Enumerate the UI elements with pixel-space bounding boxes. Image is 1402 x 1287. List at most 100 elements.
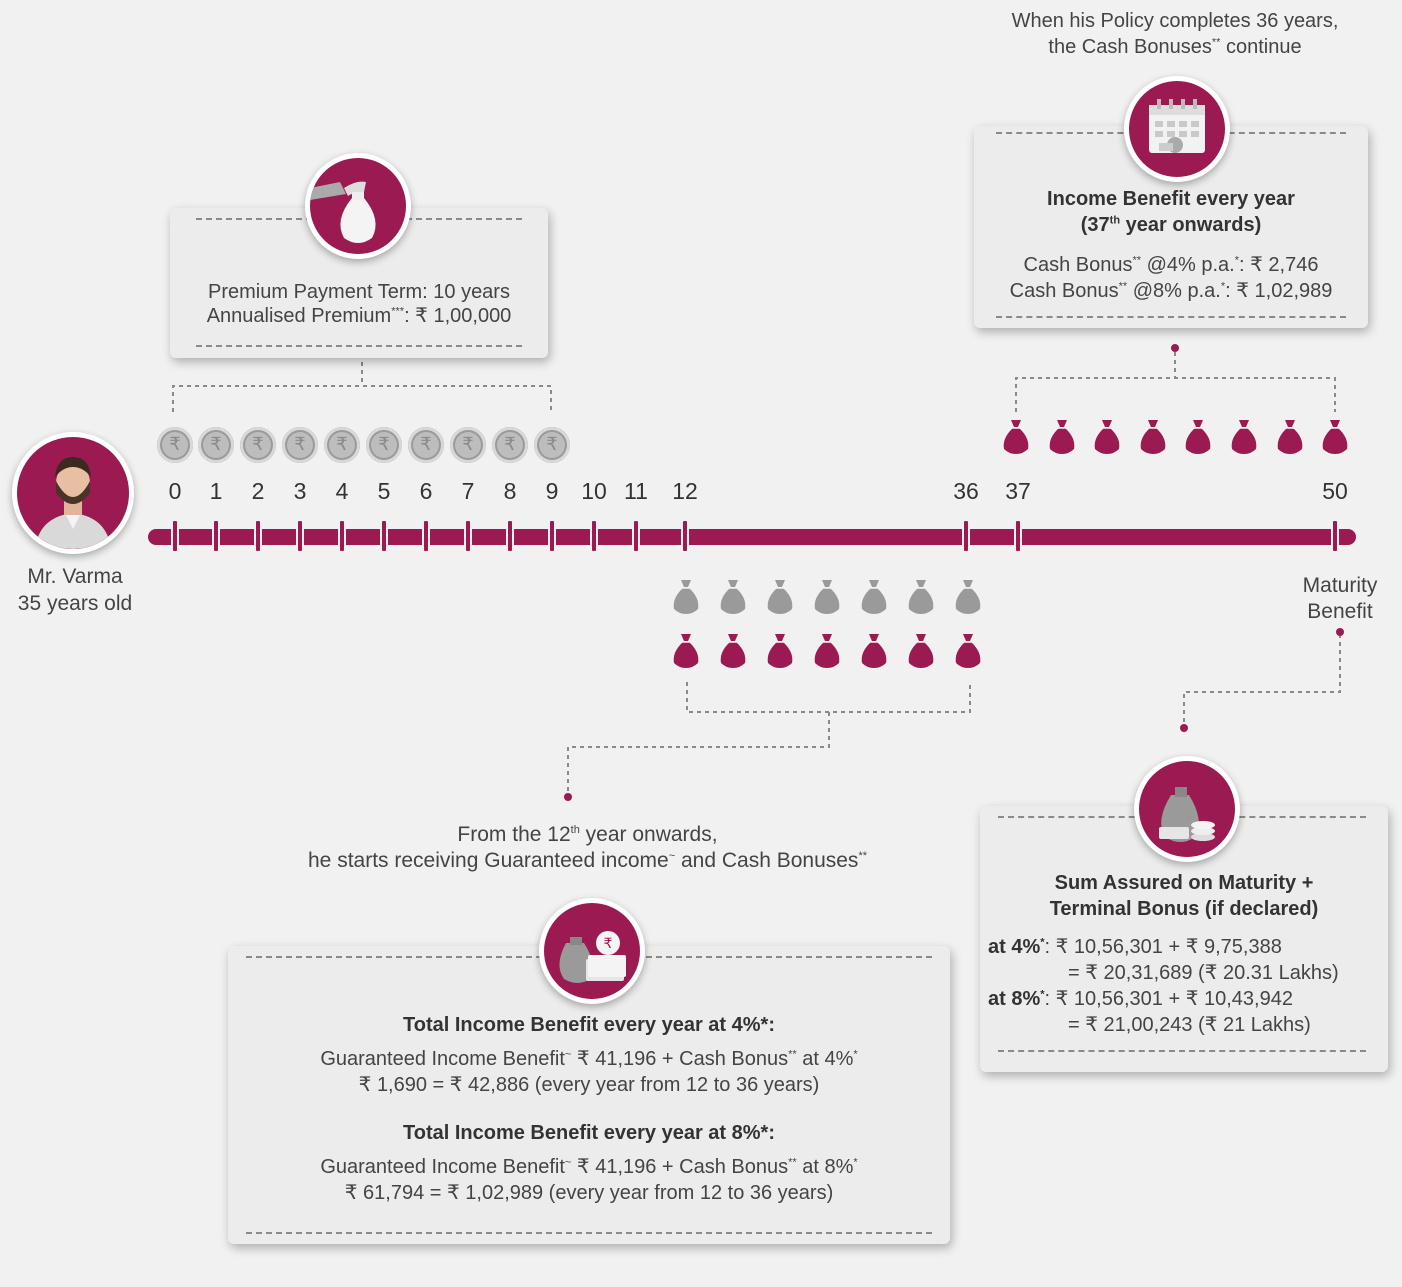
total-8-line2: ₹ 61,794 = ₹ 1,02,989 (every year from 1… — [344, 1182, 834, 1204]
timeline-tick — [254, 519, 262, 553]
maroon-money-bag-icon — [1229, 416, 1259, 454]
timeline-tick — [422, 519, 430, 553]
timeline-tick — [380, 519, 388, 553]
continue-note-line2: the Cash Bonuses** continue — [1048, 36, 1302, 58]
rupee-coin-icon: ₹ — [324, 427, 360, 463]
maturity-4-line1: at 4%*: ₹ 10,56,301 + ₹ 9,75,388 — [988, 936, 1282, 958]
premium-term: Premium Payment Term: 10 years — [208, 281, 510, 303]
year-label: 8 — [503, 478, 517, 504]
timeline-tick — [548, 519, 556, 553]
total-4-line1: Guaranteed Income Benefit~ ₹ 41,196 + Ca… — [320, 1048, 858, 1070]
year-label: 10 — [581, 478, 607, 504]
annualised-premium: Annualised Premium***: ₹ 1,00,000 — [206, 305, 512, 327]
maturity-8-line1: at 8%*: ₹ 10,56,301 + ₹ 10,43,942 — [988, 988, 1293, 1010]
from12-note-line2: he starts receiving Guaranteed income~ a… — [308, 849, 867, 872]
maroon-money-bag-icon — [765, 630, 795, 668]
maroon-money-bag-icon — [1001, 416, 1031, 454]
cash-bonus-4: Cash Bonus** @4% p.a.*: ₹ 2,746 — [1023, 254, 1319, 276]
rupee-coin-icon: ₹ — [492, 427, 528, 463]
timeline-tick — [962, 519, 970, 553]
gray-money-bag-icon — [765, 576, 795, 614]
maroon-money-bag-icon — [859, 630, 889, 668]
timeline-tick — [1331, 519, 1339, 553]
total-8-heading: Total Income Benefit every year at 8%*: — [403, 1122, 775, 1144]
year-label: 4 — [335, 478, 349, 504]
rupee-coin-icon: ₹ — [157, 427, 193, 463]
year-label: 0 — [168, 478, 182, 504]
hand-money-bag-icon — [310, 181, 376, 243]
maroon-money-bag-icon — [671, 630, 701, 668]
from12-note-line1: From the 12th year onwards, — [457, 823, 718, 846]
timeline-tick — [212, 519, 220, 553]
year-label: 2 — [251, 478, 265, 504]
total-4-line2: ₹ 1,690 = ₹ 42,886 (every year from 12 t… — [358, 1074, 820, 1096]
money-bag-cash-icon: ₹ — [559, 931, 626, 983]
timeline-bar — [148, 529, 1356, 545]
rupee-coin-icon: ₹ — [282, 427, 318, 463]
maroon-money-bag-icon — [1320, 416, 1350, 454]
rupee-coin-icon: ₹ — [450, 427, 486, 463]
maroon-money-bag-icon — [718, 630, 748, 668]
gray-money-bag-icon — [812, 576, 842, 614]
maroon-money-bag-icon — [812, 630, 842, 668]
timeline-tick — [681, 519, 689, 553]
year-label: 3 — [293, 478, 307, 504]
timeline-tick — [590, 519, 598, 553]
year-label: 6 — [419, 478, 433, 504]
income-title-line1: Income Benefit every year — [1047, 188, 1295, 210]
year-label: 37 — [1005, 478, 1031, 504]
gray-money-bag-icon — [671, 576, 701, 614]
maroon-money-bag-icon — [953, 630, 983, 668]
svg-text:₹: ₹ — [604, 936, 613, 952]
maroon-money-bag-icon — [906, 630, 936, 668]
maturity-icon-circle — [1134, 756, 1240, 862]
income-title-line2: (37th year onwards) — [1080, 214, 1262, 236]
year-label: 11 — [624, 478, 648, 504]
person-name: Mr. Varma — [27, 565, 123, 588]
maroon-money-bag-icon — [1183, 416, 1213, 454]
year-label: 36 — [953, 478, 979, 504]
rupee-coin-icon: ₹ — [534, 427, 570, 463]
maroon-money-bag-icon — [1275, 416, 1305, 454]
gray-money-bag-icon — [718, 576, 748, 614]
year-label: 12 — [672, 478, 698, 504]
continue-note-line1: When his Policy completes 36 years, — [1011, 10, 1339, 32]
gray-money-bag-icon — [953, 576, 983, 614]
maroon-money-bag-icon — [1138, 416, 1168, 454]
maturity-4-line2: = ₹ 20,31,689 (₹ 20.31 Lakhs) — [1068, 962, 1339, 984]
maturity-label-line2: Benefit — [1307, 600, 1373, 623]
maturity-label-line1: Maturity — [1302, 574, 1378, 597]
total-8-line1: Guaranteed Income Benefit~ ₹ 41,196 + Ca… — [320, 1156, 858, 1178]
cash-bonus-8: Cash Bonus** @8% p.a.*: ₹ 1,02,989 — [1009, 280, 1333, 302]
maroon-money-bag-icon — [1092, 416, 1122, 454]
year-label: 5 — [377, 478, 391, 504]
maturity-title-line2: Terminal Bonus (if declared) — [1049, 898, 1319, 920]
gray-money-bag-icon — [906, 576, 936, 614]
timeline-tick — [464, 519, 472, 553]
total-4-heading: Total Income Benefit every year at 4%*: — [403, 1014, 775, 1036]
man-avatar-icon — [35, 457, 111, 549]
maturity-8-line2: = ₹ 21,00,243 (₹ 21 Lakhs) — [1068, 1014, 1311, 1036]
rupee-coin-icon: ₹ — [240, 427, 276, 463]
year-label: 7 — [461, 478, 475, 504]
person-age: 35 years old — [17, 592, 133, 615]
rupee-coin-icon: ₹ — [408, 427, 444, 463]
money-bag-coins-icon — [1159, 787, 1215, 842]
year-label: 50 — [1322, 478, 1348, 504]
timeline-tick — [171, 519, 179, 553]
rupee-coin-icon: ₹ — [198, 427, 234, 463]
calendar-icon — [1149, 99, 1205, 153]
year-label: 1 — [209, 478, 223, 504]
timeline-tick — [632, 519, 640, 553]
calendar-icon-circle — [1124, 76, 1230, 182]
avatar — [12, 432, 134, 554]
timeline-tick — [296, 519, 304, 553]
premium-icon-circle — [305, 153, 411, 259]
total-income-card: Total Income Benefit every year at 4%*: … — [228, 946, 950, 1244]
total-icon-circle: ₹ — [539, 898, 645, 1004]
timeline-tick — [338, 519, 346, 553]
gray-money-bag-icon — [859, 576, 889, 614]
timeline-tick — [506, 519, 514, 553]
maroon-money-bag-icon — [1047, 416, 1077, 454]
